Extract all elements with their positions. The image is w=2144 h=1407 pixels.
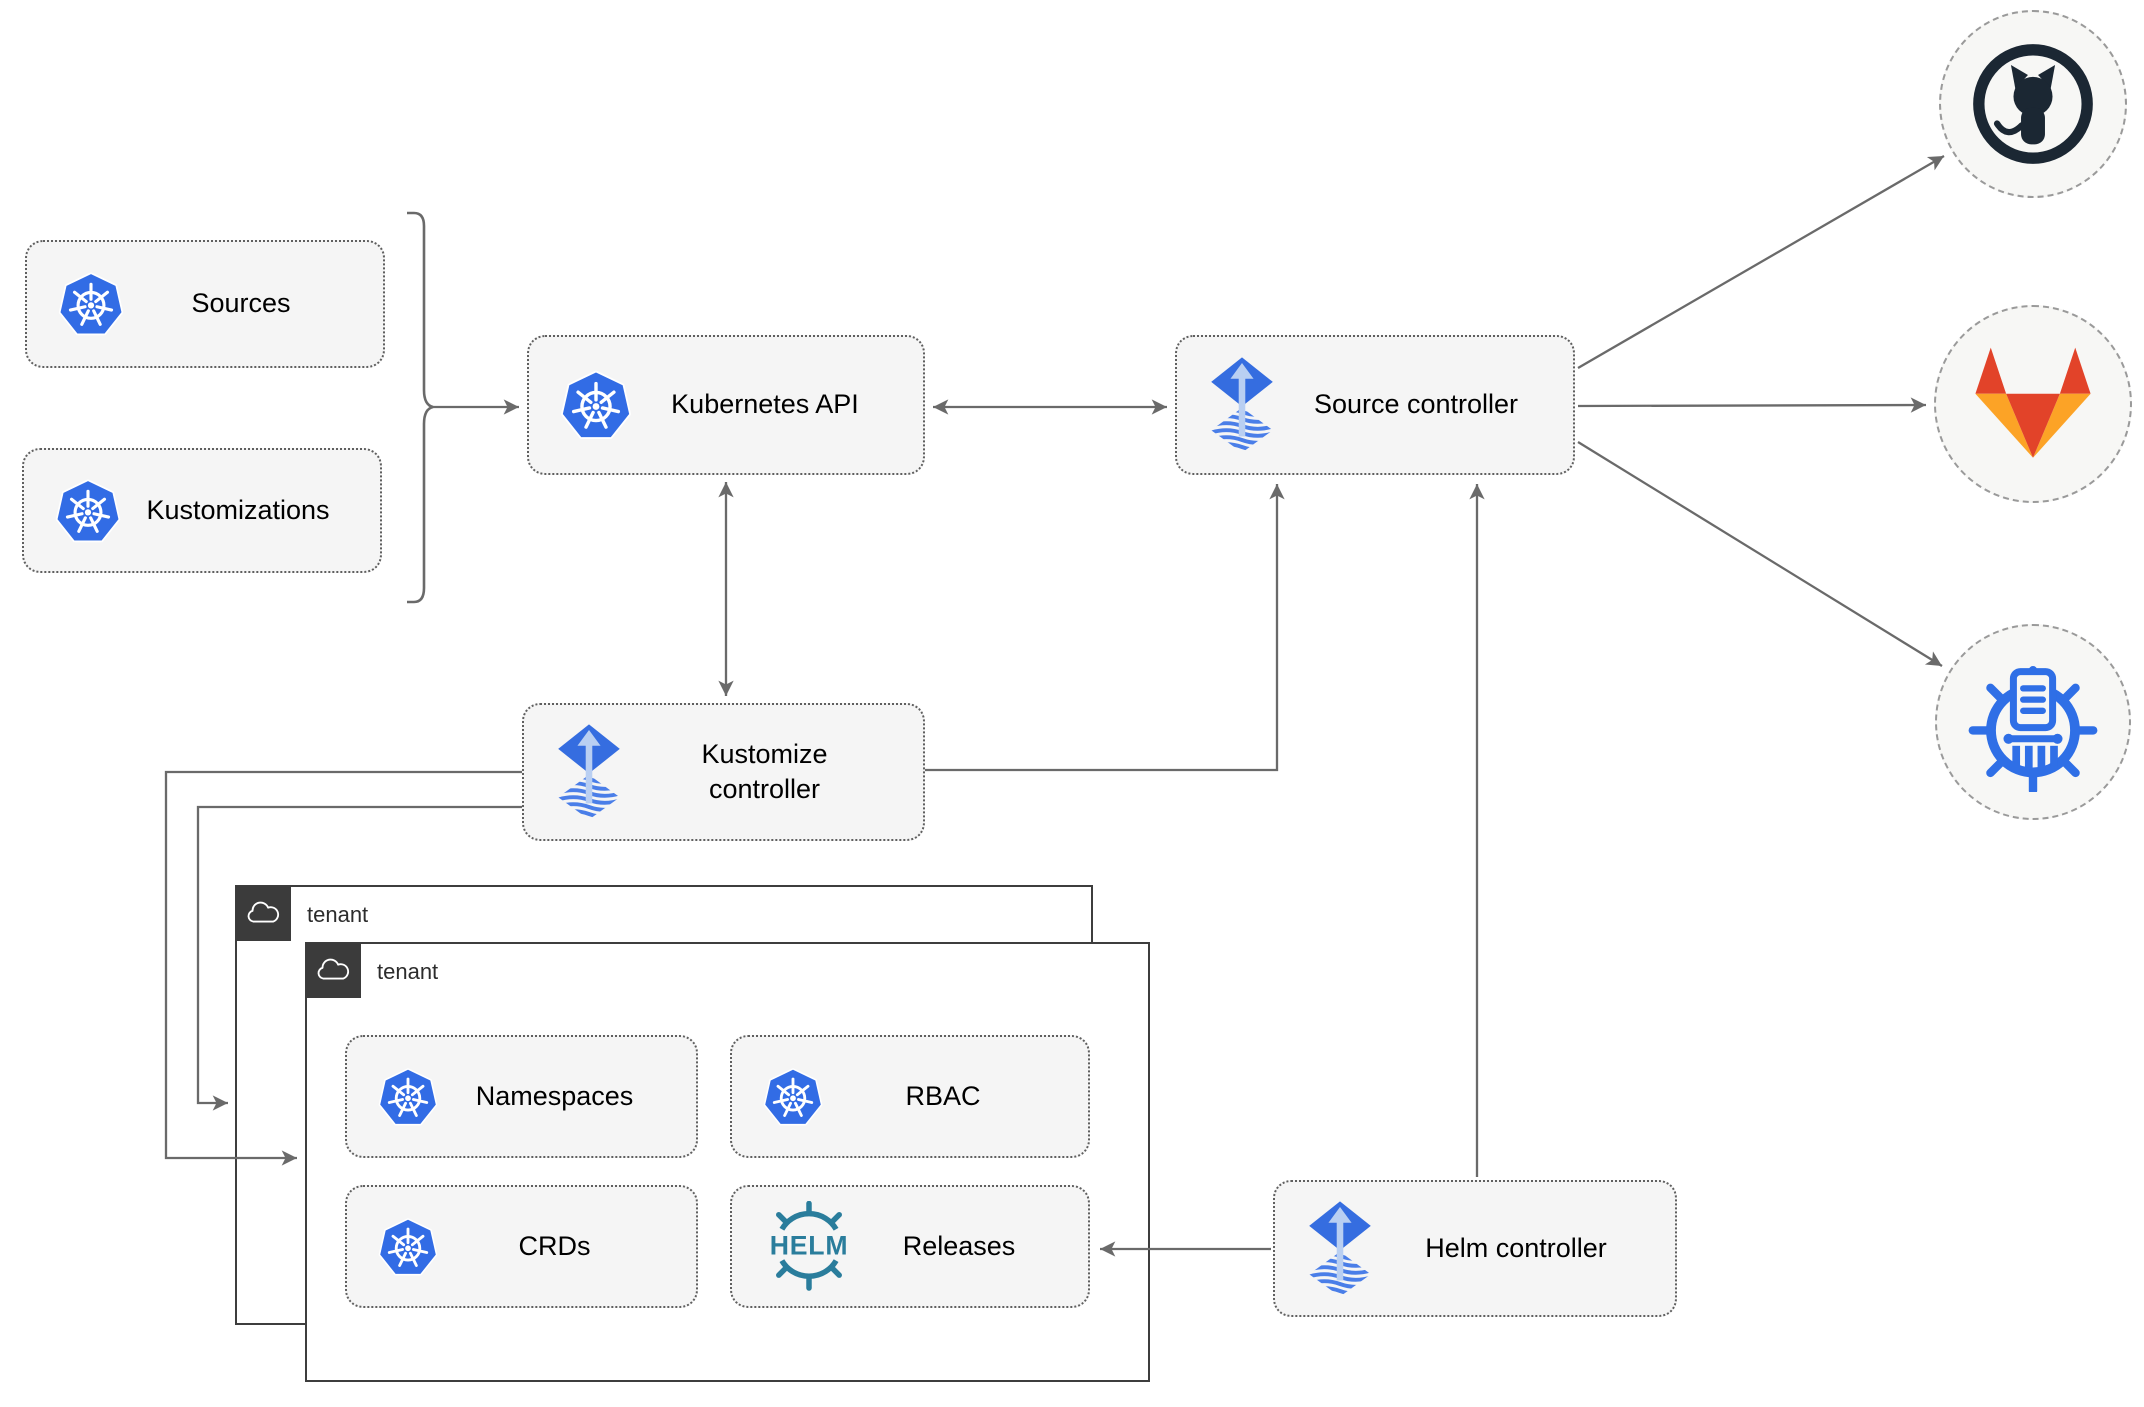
node-helm-controller-label: Helm controller (1425, 1232, 1607, 1263)
node-kustomizations: Kustomizations (22, 448, 382, 573)
kubernetes-icon (559, 368, 633, 442)
brace-sources-kustomizations (407, 211, 434, 604)
helm-icon: HELM (770, 1201, 849, 1291)
node-kubernetes-api-label: Kubernetes API (671, 389, 859, 420)
flux-icon (1305, 1200, 1375, 1298)
edge-kustomize-controller-to-source-controller (925, 484, 1285, 772)
edge-source-controller-to-gitlab (1577, 397, 1927, 413)
tenant-back-tab (236, 886, 291, 941)
node-rbac: RBAC (730, 1035, 1090, 1158)
kubernetes-icon (57, 270, 125, 338)
node-kustomize-controller-label: Kustomize controller (701, 738, 828, 804)
kubernetes-icon (762, 1066, 824, 1128)
node-source-controller: Source controller (1175, 335, 1575, 475)
node-kustomize-controller: Kustomize controller (522, 703, 925, 841)
node-crds-label: CRDs (518, 1230, 591, 1261)
gitlab-icon (1969, 345, 2097, 463)
kubernetes-icon (377, 1066, 439, 1128)
chart-repository-circle (1935, 624, 2131, 820)
gitlab-circle (1934, 305, 2132, 503)
node-crds: CRDs (345, 1185, 698, 1308)
node-source-controller-label: Source controller (1313, 389, 1519, 420)
github-circle (1939, 10, 2127, 198)
node-releases-label: Releases (902, 1230, 1016, 1261)
flux-icon (554, 723, 624, 821)
edge-source-controller-to-chart-repository (1577, 441, 1943, 667)
node-namespaces-label: Namespaces (475, 1080, 634, 1111)
node-releases: HELM Releases (730, 1185, 1090, 1308)
kubernetes-icon (377, 1216, 439, 1278)
tenant-front-label: tenant (377, 958, 439, 984)
tenant-back-label: tenant (307, 901, 369, 927)
node-namespaces: Namespaces (345, 1035, 698, 1158)
chart-repository-icon (1963, 652, 2103, 792)
tenant-front-tab (306, 943, 361, 998)
flux-icon (1207, 356, 1277, 454)
cloud-icon (315, 958, 352, 984)
node-sources-label: Sources (191, 288, 291, 319)
kubernetes-icon (54, 477, 122, 545)
node-kustomizations-label: Kustomizations (146, 494, 330, 525)
node-rbac-label: RBAC (905, 1080, 981, 1111)
node-sources: Sources (25, 240, 385, 368)
node-helm-controller: Helm controller (1273, 1180, 1677, 1317)
tenant-group-front: tenant (305, 942, 1150, 1382)
github-icon (1970, 41, 2096, 167)
helm-logo-text: HELM (770, 1230, 849, 1260)
edge-source-controller-to-github (1577, 155, 1945, 369)
cloud-icon (245, 901, 282, 927)
node-kubernetes-api: Kubernetes API (527, 335, 925, 475)
